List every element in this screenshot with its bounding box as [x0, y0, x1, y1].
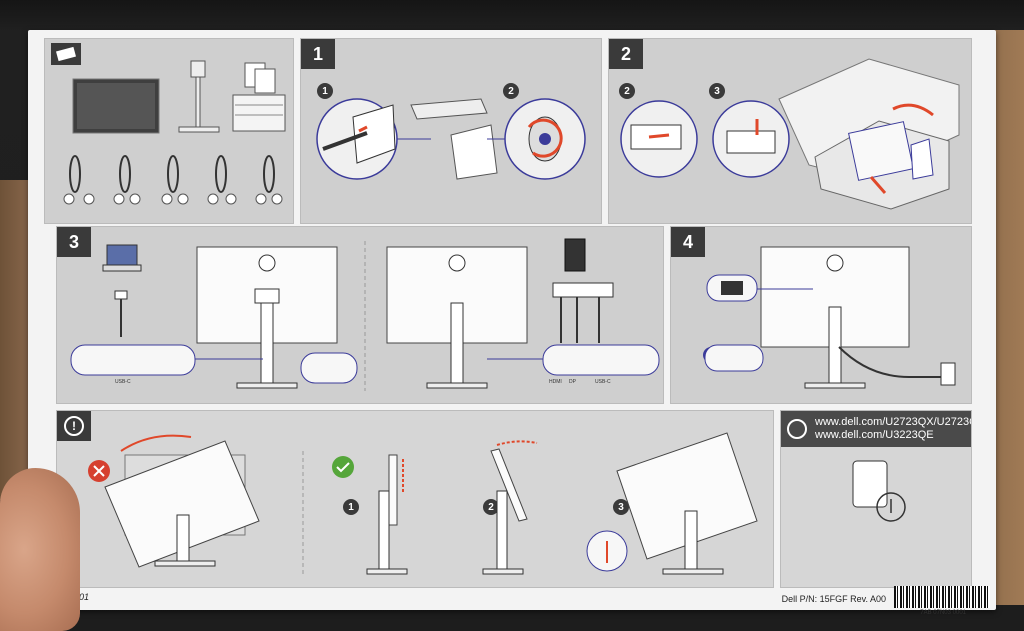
panel-step-4: 4 — [670, 226, 972, 404]
panel-documentation: www.dell.com/U2723QX/U2723QE www.dell.co… — [780, 410, 972, 588]
step3-illustration — [70, 238, 660, 391]
contents-illustration — [51, 43, 286, 205]
step-1-badge: 1 — [301, 39, 335, 69]
label-usbc-right: USB-C — [595, 379, 611, 385]
step1-illustration — [316, 98, 586, 180]
label-dp: DP — [569, 379, 576, 385]
laptop-icon — [102, 244, 142, 272]
panel-step-2: 2 2 3 4 1 — [608, 38, 972, 224]
url-banner: www.dell.com/U2723QX/U2723QE www.dell.co… — [781, 411, 972, 447]
panel-step-3: 3 USB-C HDMI DP — [56, 226, 664, 404]
substep-2-3: 3 — [709, 83, 725, 99]
box-icon — [56, 46, 76, 62]
gear-icon — [787, 419, 807, 439]
monitor-icon — [72, 78, 160, 134]
warning-icon: ! — [64, 416, 84, 436]
label-hdmi: HDMI — [549, 379, 562, 385]
substep-1-1: 1 — [317, 83, 333, 99]
barcode-text: 7AB 07N03 0001 — [920, 610, 966, 616]
panel-step-1: 1 1 2 — [300, 38, 602, 224]
adjust-step-1: 1 — [343, 499, 359, 515]
label-usbc-left: USB-C — [115, 379, 131, 385]
url-line-2[interactable]: www.dell.com/U3223QE — [815, 429, 934, 441]
instruction-sheet: 1 1 2 2 2 3 4 1 — [28, 30, 996, 616]
step4-illustration — [703, 246, 956, 389]
check-icon — [332, 456, 354, 478]
url-line-1[interactable]: www.dell.com/U2723QX/U2723QE — [815, 416, 972, 428]
doc-illustration — [852, 460, 906, 522]
desk-surface-left — [0, 180, 28, 500]
cable-icon — [69, 155, 275, 193]
hand — [0, 468, 80, 631]
step-3-badge: 3 — [57, 227, 91, 257]
phone-icon — [564, 238, 586, 272]
document-icon — [232, 62, 286, 132]
step2-illustration — [620, 58, 960, 210]
cross-icon — [88, 460, 110, 482]
warning-badge: ! — [57, 411, 91, 441]
adjust-step-2: 2 — [483, 499, 499, 515]
step-4-badge: 4 — [671, 227, 705, 257]
panel-contents — [44, 38, 294, 224]
step-2-badge: 2 — [609, 39, 643, 69]
substep-2-2: 2 — [619, 83, 635, 99]
outlet-icon — [940, 362, 956, 386]
adjust-step-3: 3 — [613, 499, 629, 515]
adjust-illustration — [88, 432, 758, 575]
part-number: Dell P/N: 15FGF Rev. A00 — [781, 594, 886, 604]
substep-1-2: 2 — [503, 83, 519, 99]
panel-adjustments: ! 1 2 3 — [56, 410, 774, 588]
stand-icon — [178, 60, 220, 133]
barcode — [894, 586, 990, 608]
